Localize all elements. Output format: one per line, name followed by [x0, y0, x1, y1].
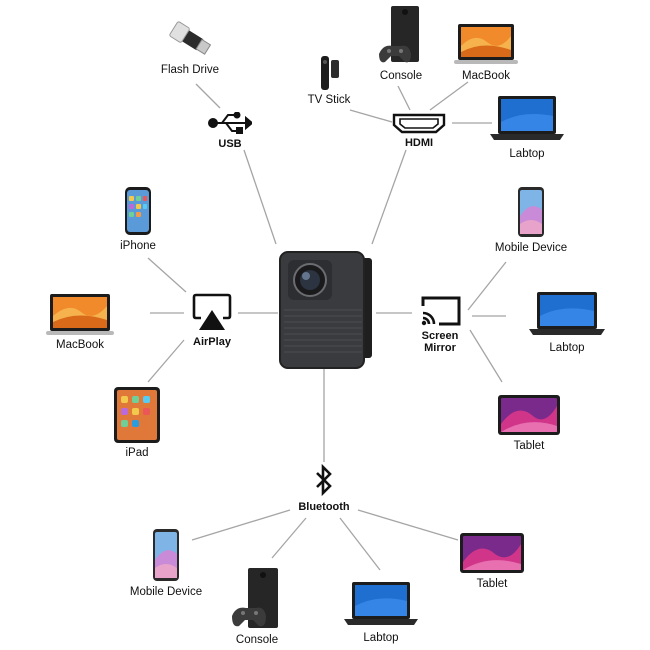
macbook-top-label: MacBook — [462, 70, 510, 82]
iphone-label: iPhone — [120, 240, 156, 252]
mobile-device-icon — [153, 529, 179, 581]
tablet-bottom-label: Tablet — [476, 578, 508, 590]
line-usb-projector — [243, 149, 277, 245]
screen-mirror-label-2: Mirror — [424, 342, 456, 354]
line-macbook-hdmi — [429, 81, 469, 111]
device-mobile-bottom: Mobile Device — [120, 528, 212, 599]
airplay-label: AirPlay — [193, 336, 231, 348]
ipad-label: iPad — [125, 447, 149, 459]
console-top-label: Console — [379, 70, 423, 82]
bluetooth-label: Bluetooth — [298, 501, 350, 513]
bluetooth-icon — [316, 464, 332, 496]
flash-drive-label: Flash Drive — [160, 64, 220, 76]
projector — [278, 250, 374, 372]
laptop-icon — [490, 96, 564, 140]
usb-icon — [208, 112, 252, 134]
line-hdmi-projector — [371, 149, 407, 245]
device-tablet-bottom: Tablet — [458, 532, 526, 591]
console-bottom-label: Console — [235, 634, 279, 646]
device-console-top: Console — [366, 4, 436, 83]
projector-icon — [279, 251, 372, 369]
console-icon — [232, 568, 278, 628]
line-bluetooth-mobile — [191, 509, 291, 541]
line-mirror-tablet — [469, 329, 503, 383]
line-iphone-airplay — [147, 257, 187, 293]
line-bluetooth-laptop — [339, 517, 381, 571]
laptop-bottom-label: Labtop — [363, 632, 399, 644]
device-mobile-right: Mobile Device — [486, 186, 576, 255]
device-tablet-right: Tablet — [496, 394, 562, 453]
line-tvstick-hdmi — [349, 109, 393, 123]
screen-mirror-hub: Screen Mirror — [410, 294, 470, 354]
screen-mirror-icon — [421, 296, 461, 326]
airplay-icon — [192, 293, 232, 330]
mobile-bottom-label: Mobile Device — [129, 586, 203, 598]
screen-mirror-label-1: Screen — [421, 330, 459, 342]
console-icon — [379, 6, 419, 63]
tablet-icon — [460, 533, 524, 573]
bluetooth-hub: Bluetooth — [292, 464, 356, 513]
tv-stick-label: TV Stick — [307, 94, 351, 106]
tv-stick-icon — [321, 56, 339, 90]
flash-drive-icon — [169, 21, 212, 55]
airplay-hub: AirPlay — [182, 292, 242, 348]
line-bluetooth-tablet — [357, 509, 459, 541]
laptop-icon — [344, 582, 418, 625]
device-flash-drive: Flash Drive — [150, 18, 230, 77]
hdmi-hub: HDMI — [386, 112, 452, 149]
line-ipad-airplay — [147, 339, 185, 383]
laptop-icon — [529, 292, 605, 335]
usb-hub: USB — [202, 112, 258, 150]
laptop-right-label: Labtop — [549, 342, 585, 354]
device-macbook-left: MacBook — [42, 292, 118, 352]
hdmi-icon — [392, 113, 446, 134]
ipad-icon — [114, 387, 160, 443]
line-console-hdmi — [397, 85, 411, 111]
tablet-icon — [498, 395, 560, 435]
mobile-device-icon — [518, 187, 544, 237]
tablet-right-label: Tablet — [513, 440, 545, 452]
device-iphone: iPhone — [110, 186, 166, 253]
iphone-icon — [125, 187, 151, 235]
device-laptop-hdmi: Labtop — [486, 94, 568, 161]
line-bluetooth-console — [271, 517, 307, 559]
device-ipad: iPad — [110, 386, 164, 460]
device-tv-stick: TV Stick — [298, 52, 360, 107]
hdmi-label: HDMI — [404, 137, 434, 149]
macbook-icon — [46, 294, 114, 335]
laptop-hdmi-label: Labtop — [509, 148, 545, 160]
macbook-left-label: MacBook — [56, 339, 104, 351]
line-mirror-mobile — [467, 261, 507, 311]
device-laptop-right: Labtop — [526, 290, 608, 355]
macbook-icon — [454, 24, 518, 64]
device-console-bottom: Console — [222, 566, 292, 647]
device-laptop-bottom: Labtop — [340, 580, 422, 645]
usb-label: USB — [218, 138, 242, 150]
line-flashdrive-usb — [195, 83, 221, 109]
mobile-right-label: Mobile Device — [494, 242, 568, 254]
device-macbook-top: MacBook — [448, 22, 524, 83]
